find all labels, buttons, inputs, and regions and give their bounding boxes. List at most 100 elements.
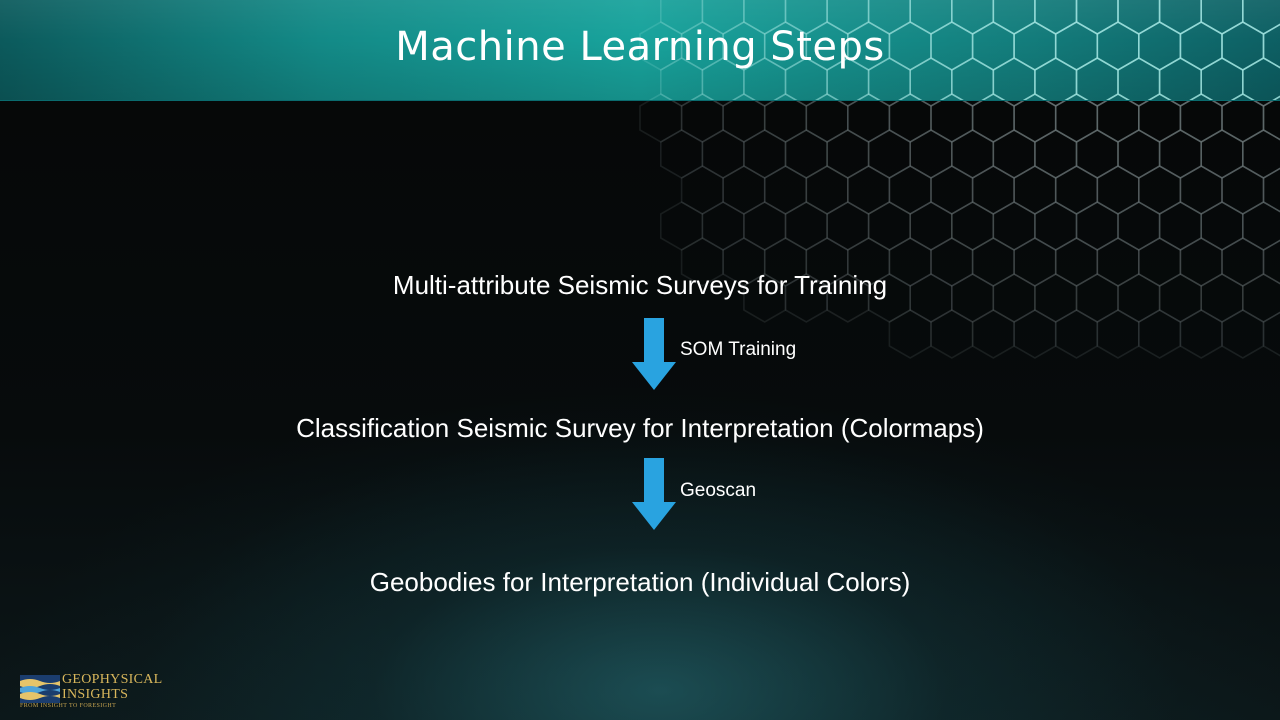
hexagon-shape bbox=[971, 165, 1015, 215]
hexagon-shape bbox=[1179, 309, 1223, 359]
hexagon-shape bbox=[784, 129, 828, 179]
hexagon-shape bbox=[743, 273, 787, 323]
hexagon-shape bbox=[930, 165, 974, 215]
hexagon-shape bbox=[1221, 165, 1265, 215]
hexagon-shape bbox=[1138, 100, 1182, 143]
hexagon-shape bbox=[1075, 273, 1119, 323]
down-arrow-icon bbox=[632, 318, 676, 390]
hexagon-shape bbox=[805, 100, 849, 143]
hexagon-shape bbox=[950, 129, 995, 179]
hexagon-shape bbox=[992, 129, 1036, 179]
hexagon-shape bbox=[1200, 273, 1244, 323]
hexagon-shape bbox=[743, 129, 787, 179]
hexagon-shape bbox=[1179, 165, 1223, 215]
hexagon-shape bbox=[680, 100, 724, 143]
hexagon-shape bbox=[701, 201, 745, 251]
hexagon-shape bbox=[805, 237, 849, 287]
hexagon-shape bbox=[950, 273, 995, 323]
hexagon-shape bbox=[992, 273, 1036, 323]
hexagon-shape bbox=[888, 165, 932, 215]
hexagon-shape bbox=[763, 100, 808, 143]
hexagon-shape bbox=[680, 237, 724, 287]
logo-tagline: FROM INSIGHT TO FORESIGHT bbox=[20, 703, 117, 709]
hexagon-shape bbox=[1013, 100, 1057, 143]
hexagon-shape bbox=[1242, 129, 1280, 179]
hexagon-shape bbox=[867, 201, 912, 251]
hexagon-shape bbox=[680, 165, 724, 215]
hexagon-shape bbox=[722, 100, 766, 143]
hexagon-shape bbox=[1242, 201, 1280, 251]
hexagon-shape bbox=[1034, 273, 1078, 323]
hexagon-shape bbox=[1075, 201, 1119, 251]
hexagon-shape bbox=[1034, 201, 1078, 251]
hexagon-shape bbox=[1262, 167, 1280, 213]
hexagon-shape bbox=[1221, 309, 1265, 359]
hexagon-shape bbox=[1075, 129, 1119, 179]
hexagon-shape bbox=[1096, 165, 1140, 215]
hexagon-shape bbox=[846, 165, 891, 215]
hexagon-shape bbox=[909, 273, 953, 323]
hexagon-shape bbox=[826, 201, 870, 251]
hexagon-shape bbox=[1054, 100, 1099, 143]
hexagon-shape bbox=[930, 237, 974, 287]
hexagon-shape bbox=[1034, 129, 1078, 179]
hexagon-shape bbox=[888, 309, 932, 359]
hexagon-shape bbox=[1054, 237, 1099, 287]
hexagon-shape bbox=[826, 273, 870, 323]
hexagon-shape bbox=[763, 237, 808, 287]
hexagon-shape bbox=[784, 273, 828, 323]
slide-title: Machine Learning Steps bbox=[395, 24, 885, 70]
hexagon-shape bbox=[867, 273, 912, 323]
hexagon-shape bbox=[1117, 201, 1161, 251]
hexagon-shape bbox=[950, 201, 995, 251]
hexagon-shape bbox=[1138, 237, 1182, 287]
step-3-text: Geobodies for Interpretation (Individual… bbox=[369, 567, 911, 597]
hexagon-shape bbox=[784, 201, 828, 251]
hexagon-shape bbox=[701, 129, 745, 179]
hexagon-shape bbox=[909, 201, 953, 251]
hexagon-shape bbox=[805, 165, 849, 215]
hexagon-shape bbox=[909, 129, 953, 179]
hexagon-shape bbox=[846, 100, 891, 143]
hexagon-shape bbox=[1054, 309, 1099, 359]
hexagon-shape bbox=[888, 100, 932, 143]
hexagon-shape bbox=[971, 100, 1015, 143]
hexagon-shape bbox=[971, 309, 1015, 359]
hexagon-shape bbox=[1158, 201, 1202, 251]
company-logo: GEOPHYSICAL INSIGHTS FROM INSIGHT TO FOR… bbox=[20, 672, 170, 714]
hexagon-shape bbox=[1096, 309, 1140, 359]
hexagon-shape bbox=[888, 237, 932, 287]
hexagon-shape bbox=[1096, 100, 1140, 143]
hexagon-shape bbox=[1158, 273, 1202, 323]
hexagon-shape bbox=[992, 201, 1036, 251]
hexagon-shape bbox=[1179, 100, 1223, 143]
hexagon-shape bbox=[1158, 129, 1202, 179]
hexagon-shape bbox=[639, 100, 683, 143]
hexagon-shape bbox=[763, 165, 808, 215]
hexagon-shape bbox=[930, 100, 974, 143]
hexagon-shape bbox=[1242, 273, 1280, 323]
step-1-text: Multi-attribute Seismic Surveys for Trai… bbox=[392, 270, 888, 300]
hexagon-shape bbox=[1117, 273, 1161, 323]
hexagon-shape bbox=[1138, 165, 1182, 215]
hexagon-shape bbox=[1013, 165, 1057, 215]
hexagon-shape bbox=[826, 129, 870, 179]
hexagon-shape bbox=[1013, 309, 1057, 359]
transition-label-geoscan: Geoscan bbox=[680, 480, 757, 501]
hexagon-shape bbox=[1221, 237, 1265, 287]
hexagon-shape bbox=[659, 129, 704, 179]
step-2-text: Classification Seismic Survey for Interp… bbox=[296, 413, 984, 443]
hexagon-shape bbox=[722, 165, 766, 215]
hexagon-shape bbox=[1200, 201, 1244, 251]
logo-text-line2: INSIGHTS bbox=[62, 687, 129, 702]
hexagon-shape bbox=[1138, 309, 1182, 359]
waves-logo-icon bbox=[20, 675, 60, 703]
hexagon-shape bbox=[1200, 129, 1244, 179]
hexagon-shape bbox=[1096, 237, 1140, 287]
hexagon-shape bbox=[1262, 239, 1280, 285]
hexagon-shape bbox=[1117, 129, 1161, 179]
hexagon-shape bbox=[971, 237, 1015, 287]
hexagon-shape bbox=[930, 309, 974, 359]
